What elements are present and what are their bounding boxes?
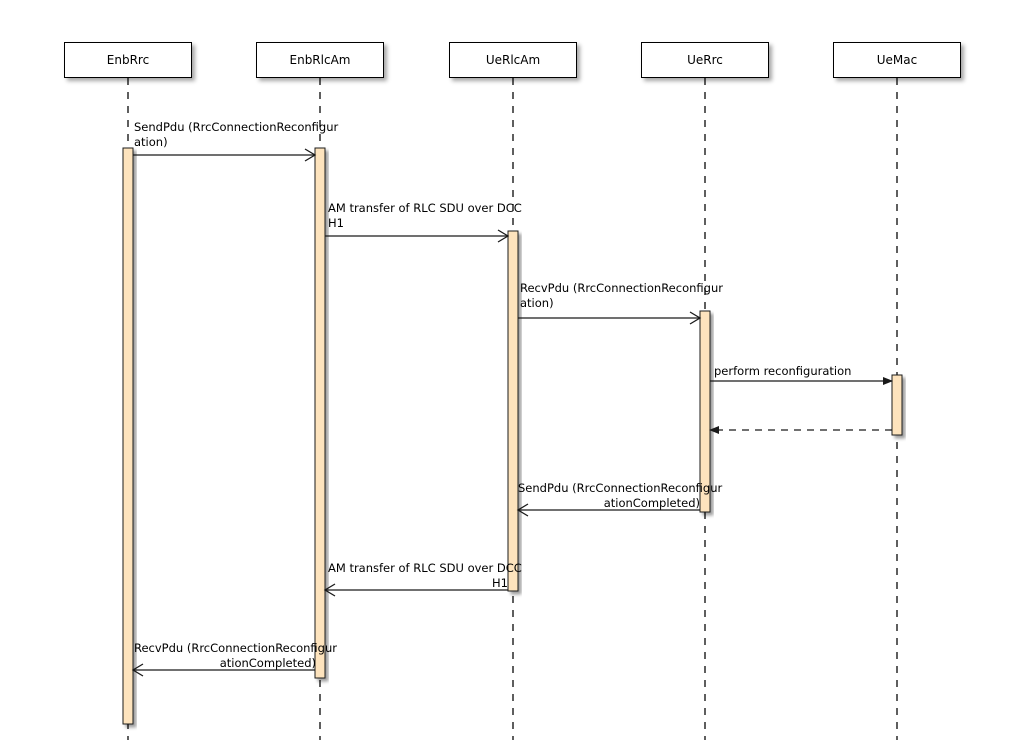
participant-box-enb-rrc[interactable]: EnbRrc [64,42,192,78]
message-label-line: ationCompleted) [603,496,700,510]
message-label-line: RecvPdu (RrcConnectionReconfigur [520,281,723,295]
activation-bar-enb-rlc-am[interactable] [314,147,326,679]
activation-bar-enb-rrc[interactable] [122,147,134,725]
activation-bar-ue-rrc[interactable] [699,310,711,513]
message-label-line: H1 [328,216,344,230]
message-label-msg-perform-reconfiguration: perform reconfiguration [714,364,892,379]
message-arrowhead-msg-am-transfer-up [323,583,336,597]
activation-bars-group [122,147,903,725]
message-label-line: ation) [520,296,554,310]
participant-box-ue-mac[interactable]: UeMac [833,42,961,78]
message-label-line: H1 [492,576,508,590]
participant-label: UeRlcAm [485,53,541,67]
message-arrowhead-msg-send-pdu-completed [516,503,529,517]
participant-label: UeRrc [687,53,723,67]
message-label-line: perform reconfiguration [714,364,852,378]
message-label-line: RecvPdu (RrcConnectionReconfigur [134,641,337,655]
participant-label: EnbRrc [106,53,150,67]
activation-bar-ue-mac[interactable] [891,374,903,436]
participant-label: UeMac [876,53,918,67]
message-label-line: AM transfer of RLC SDU over DCC [328,201,522,215]
message-label-line: ationCompleted) [219,656,316,670]
participant-box-enb-rlc-am[interactable]: EnbRlcAm [256,42,384,78]
message-arrowhead-msg-am-transfer-down [497,229,510,243]
message-label-line: SendPdu (RrcConnectionReconfigur [134,120,339,134]
message-label-line: SendPdu (RrcConnectionReconfigur [518,481,723,495]
message-label-line: AM transfer of RLC SDU over DCC [328,561,522,575]
participant-box-ue-rlc-am[interactable]: UeRlcAm [449,42,577,78]
message-arrowhead-msg-recv-pdu-completed [131,663,144,677]
message-arrowhead-msg-send-pdu-reconfiguration [304,148,317,162]
activation-bar-ue-rlc-am[interactable] [507,230,519,592]
participant-box-ue-rrc[interactable]: UeRrc [641,42,769,78]
participant-label: EnbRlcAm [289,53,351,67]
message-arrows-group [131,148,893,677]
message-arrowhead-msg-recv-pdu-reconfiguration [689,311,702,325]
message-label-line: ation) [134,135,168,149]
